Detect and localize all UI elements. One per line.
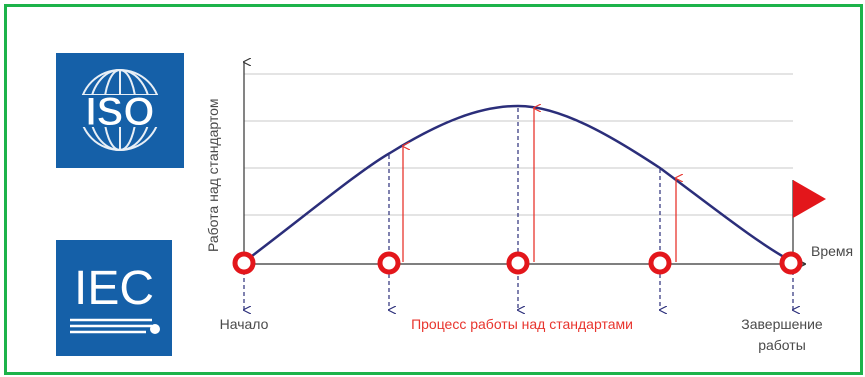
y-axis-label: Работа над стандартом xyxy=(205,98,221,252)
iec-logo: IEC xyxy=(56,240,172,356)
iec-logo-text: IEC xyxy=(74,262,154,315)
end-label-line2: работы xyxy=(758,337,806,353)
x-axis-label: Время xyxy=(811,243,853,259)
finish-flag-icon xyxy=(793,180,826,218)
iec-emblem-icon: IEC xyxy=(70,262,160,334)
process-label: Процесс работы над стандартами xyxy=(411,316,633,332)
work-curve xyxy=(243,104,794,264)
iso-logo: ISO xyxy=(56,53,184,168)
globe-icon: ISO xyxy=(66,69,174,151)
milestone-marker xyxy=(232,251,256,275)
milestone-marker xyxy=(648,251,672,275)
end-label-line1: Завершение xyxy=(741,316,823,332)
milestone-marker xyxy=(377,251,401,275)
diagram-frame: ISO IEC xyxy=(4,4,863,375)
milestone-marker xyxy=(506,251,530,275)
start-label: Начало xyxy=(220,316,269,332)
milestone-marker xyxy=(779,251,803,275)
iso-logo-text: ISO xyxy=(86,90,155,134)
